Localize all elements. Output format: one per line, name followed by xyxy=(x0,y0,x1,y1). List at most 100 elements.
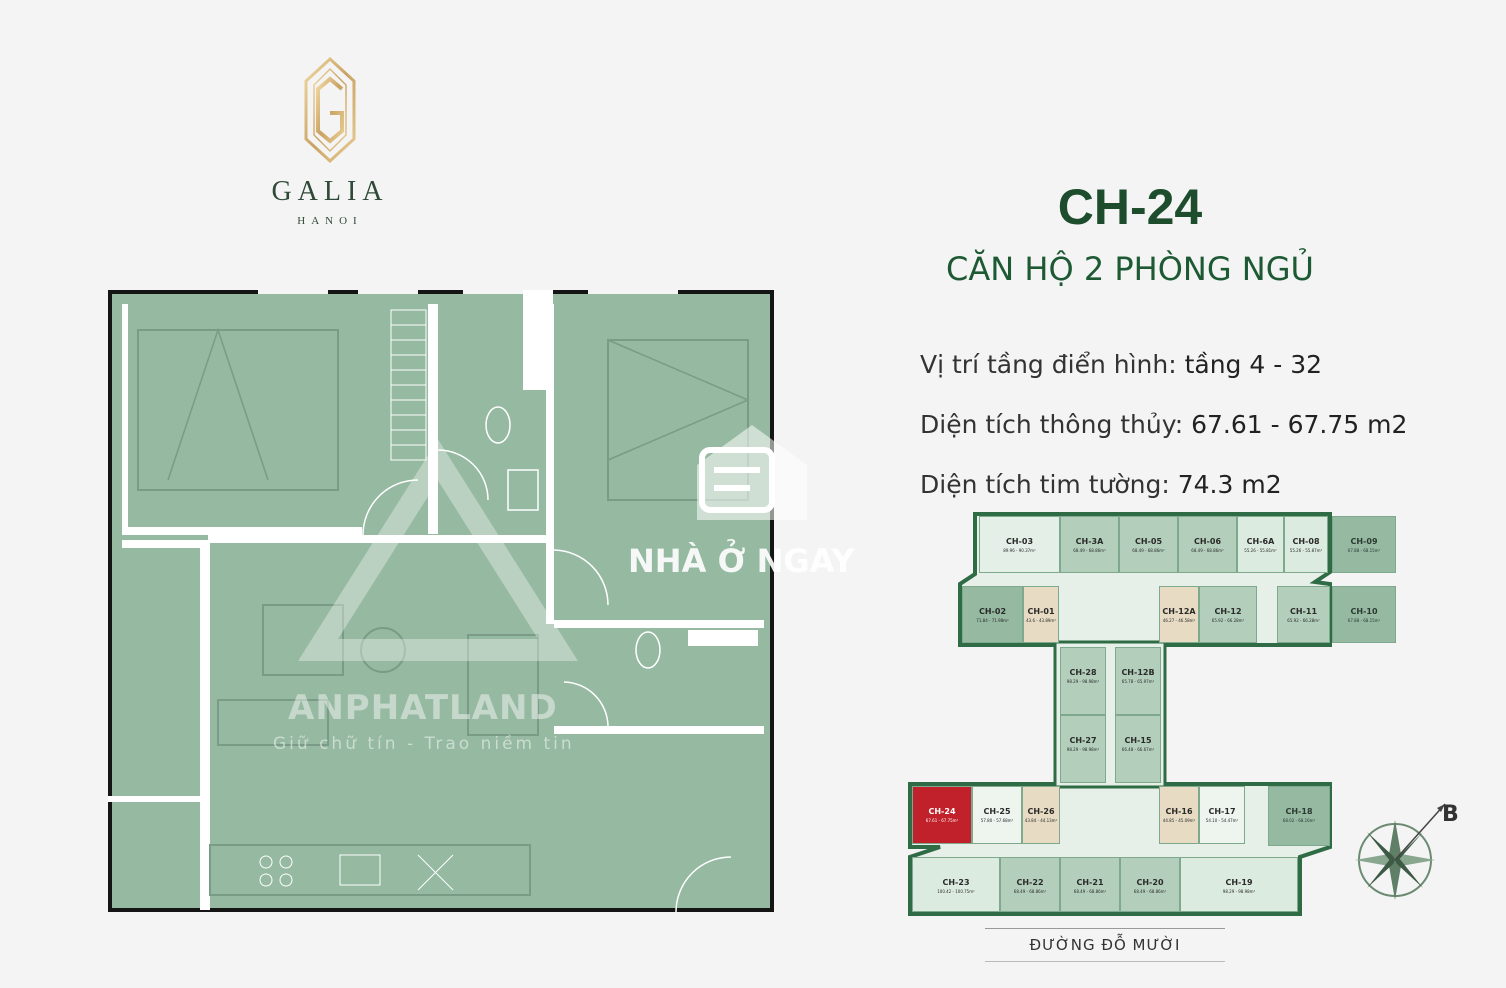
unit-area: 68.49 - 68.86m² xyxy=(1013,889,1047,894)
watermark-site: NHÀ Ở NGAY xyxy=(628,542,855,580)
unit-ch-6a[interactable]: CH-6A 55.26 - 55.81m² xyxy=(1237,516,1284,573)
unit-ch-12b[interactable]: CH-12B 65.78 - 65.97m² xyxy=(1115,647,1161,715)
unit-code: CH-12B xyxy=(1121,668,1155,677)
unit-code: CH-19 xyxy=(1225,878,1253,887)
unit-area: 98.29 - 98.98m² xyxy=(1222,889,1256,894)
unit-area: 68.49 - 68.86m² xyxy=(1133,889,1167,894)
info-floor: Vị trí tầng điển hình: tầng 4 - 32 xyxy=(920,350,1322,379)
compass-north-label: B xyxy=(1442,802,1459,827)
unit-code: CH-17 xyxy=(1208,807,1236,816)
unit-code: CH-12A xyxy=(1162,607,1196,616)
unit-code: CH-05 xyxy=(1134,537,1163,546)
unit-code: CH-15 xyxy=(1124,736,1152,745)
unit-ch-09[interactable]: CH-09 67.88 - 68.15m² xyxy=(1332,516,1396,573)
info-value: 74.3 m2 xyxy=(1177,470,1282,499)
unit-code: CH-18 xyxy=(1285,807,1313,816)
unit-ch-3a[interactable]: CH-3A 68.49 - 68.86m² xyxy=(1060,516,1119,573)
unit-code: CH-23 xyxy=(942,878,970,887)
compass-icon xyxy=(1355,803,1446,900)
unit-ch-06[interactable]: CH-06 68.49 - 68.86m² xyxy=(1178,516,1237,573)
unit-area: 68.49 - 68.86m² xyxy=(1132,548,1165,553)
unit-area: 55.26 - 55.87m² xyxy=(1289,548,1323,553)
unit-ch-17[interactable]: CH-17 54.10 - 54.47m² xyxy=(1199,786,1245,844)
unit-area: 98.29 - 98.98m² xyxy=(1066,679,1100,684)
unit-area: 65.92 - 66.28m² xyxy=(1287,618,1320,623)
unit-code: CH-01 xyxy=(1027,607,1055,616)
info-label: Vị trí tầng điển hình: xyxy=(920,350,1177,379)
unit-area: 68.49 - 68.86m² xyxy=(1191,548,1224,553)
unit-ch-16[interactable]: CH-16 44.85 - 45.09m² xyxy=(1159,786,1199,844)
unit-area: 43.6 - 43.89m² xyxy=(1026,618,1056,623)
unit-area: 65.78 - 65.97m² xyxy=(1121,679,1155,684)
key-plan: CH-03 89.96 - 90.37m² CH-3A 68.49 - 68.86m… xyxy=(905,512,1335,917)
info-gross-area: Diện tích tim tường: 74.3 m2 xyxy=(920,470,1282,499)
unit-area: 67.88 - 68.15m² xyxy=(1347,618,1381,623)
unit-area: 100.42 - 100.75m² xyxy=(937,889,975,894)
unit-ch-20[interactable]: CH-20 68.49 - 68.86m² xyxy=(1120,857,1180,912)
unit-code: CH-3A xyxy=(1075,537,1104,546)
apartment-type: CĂN HỘ 2 PHÒNG NGỦ xyxy=(946,250,1314,288)
unit-ch-03[interactable]: CH-03 89.96 - 90.37m² xyxy=(979,516,1060,573)
info-label: Diện tích tim tường: xyxy=(920,470,1170,499)
info-net-area: Diện tích thông thủy: 67.61 - 67.75 m2 xyxy=(920,410,1407,439)
apartment-code: CH-24 xyxy=(1057,179,1203,235)
unit-area: 43.84 - 44.13m² xyxy=(1024,818,1058,823)
unit-area: 98.29 - 98.98m² xyxy=(1066,747,1100,752)
unit-code: CH-09 xyxy=(1350,537,1378,546)
unit-code: CH-25 xyxy=(983,807,1011,816)
info-value: tầng 4 - 32 xyxy=(1184,350,1323,379)
watermark-house-icon xyxy=(697,425,807,520)
street-label: ĐƯỜNG ĐỖ MƯỜI xyxy=(985,928,1225,962)
unit-code: CH-08 xyxy=(1292,537,1320,546)
unit-ch-23[interactable]: CH-23 100.42 - 100.75m² xyxy=(912,857,1000,912)
unit-ch-25[interactable]: CH-25 57.80 - 57.68m² xyxy=(972,786,1022,844)
unit-area: 89.96 - 90.37m² xyxy=(1003,548,1036,553)
unit-code: CH-21 xyxy=(1076,878,1104,887)
unit-code: CH-10 xyxy=(1350,607,1378,616)
unit-code: CH-06 xyxy=(1193,537,1222,546)
unit-ch-01[interactable]: CH-01 43.6 - 43.89m² xyxy=(1023,586,1059,643)
unit-area: 66.48 - 66.67m² xyxy=(1121,747,1155,752)
unit-area: 68.02 - 68.16m² xyxy=(1282,818,1316,823)
brand-city: HANOI xyxy=(297,215,363,227)
unit-area: 54.10 - 54.47m² xyxy=(1205,818,1239,823)
unit-area: 65.92 - 66.28m² xyxy=(1211,618,1245,623)
unit-code: CH-26 xyxy=(1027,807,1055,816)
unit-area: 55.26 - 55.81m² xyxy=(1244,548,1277,553)
unit-ch-15[interactable]: CH-15 66.48 - 66.67m² xyxy=(1115,715,1161,783)
unit-ch-27[interactable]: CH-27 98.29 - 98.98m² xyxy=(1060,715,1106,783)
unit-code: CH-03 xyxy=(1005,537,1034,546)
unit-area: 71.84 - 71.98m² xyxy=(976,618,1009,623)
info-value: 67.61 - 67.75 m2 xyxy=(1191,410,1408,439)
unit-code: CH-20 xyxy=(1136,878,1164,887)
unit-ch-05[interactable]: CH-05 68.49 - 68.86m² xyxy=(1119,516,1178,573)
unit-ch-18[interactable]: CH-18 68.02 - 68.16m² xyxy=(1268,786,1330,846)
unit-area: 57.80 - 57.68m² xyxy=(980,818,1014,823)
unit-ch-19[interactable]: CH-19 98.29 - 98.98m² xyxy=(1180,857,1298,912)
unit-code: CH-16 xyxy=(1165,807,1193,816)
unit-area: 44.85 - 45.09m² xyxy=(1162,818,1196,823)
info-label: Diện tích thông thủy: xyxy=(920,410,1184,439)
floor-plan xyxy=(108,290,774,912)
watermark-brand: ANPHATLAND xyxy=(288,688,558,728)
unit-area: 67.88 - 68.15m² xyxy=(1347,548,1381,553)
unit-area: 68.49 - 68.86m² xyxy=(1073,548,1106,553)
galia-logo-icon xyxy=(304,56,356,164)
unit-code: CH-12 xyxy=(1214,607,1242,616)
unit-area: 46.27 - 46.58m² xyxy=(1162,618,1196,623)
brand-name: GALIA xyxy=(271,176,389,207)
unit-ch-12a[interactable]: CH-12A 46.27 - 46.58m² xyxy=(1159,586,1199,643)
unit-code: CH-24 xyxy=(928,807,956,816)
unit-ch-08[interactable]: CH-08 55.26 - 55.87m² xyxy=(1284,516,1328,573)
unit-ch-12[interactable]: CH-12 65.92 - 66.28m² xyxy=(1199,586,1257,643)
unit-code: CH-6A xyxy=(1246,537,1275,546)
unit-ch-26[interactable]: CH-26 43.84 - 44.13m² xyxy=(1022,786,1060,844)
unit-code: CH-27 xyxy=(1069,736,1097,745)
unit-ch-10[interactable]: CH-10 67.88 - 68.15m² xyxy=(1332,586,1396,643)
